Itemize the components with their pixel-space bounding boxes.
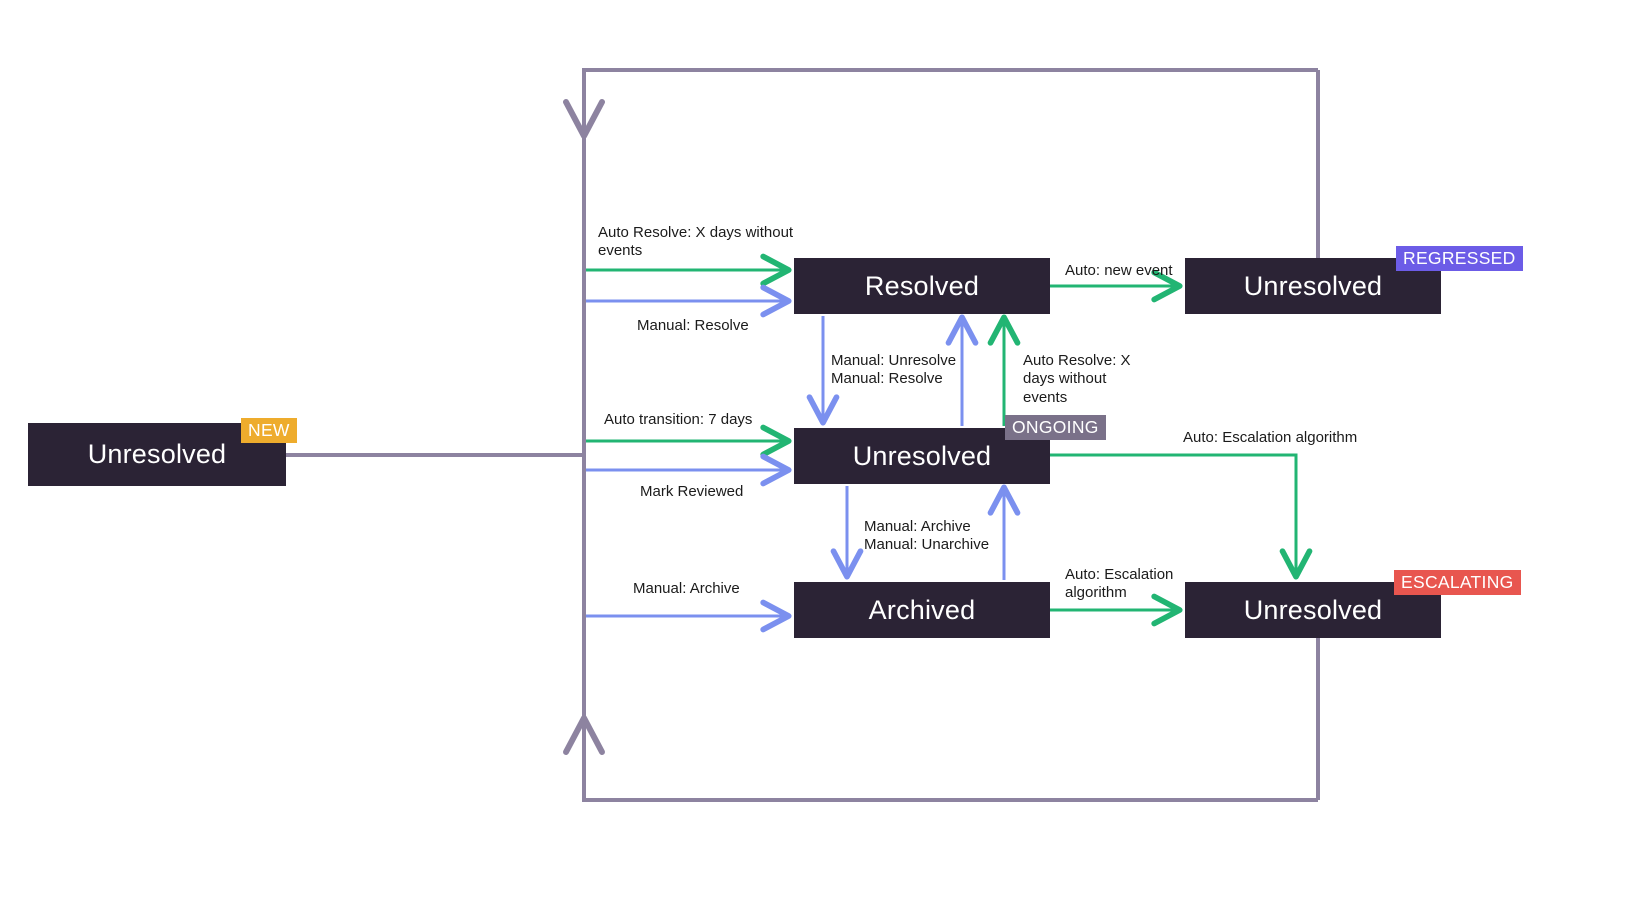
auto-transition-edges xyxy=(586,253,1313,627)
edge-label-auto-escalation-algorithm-bottom: Auto: Escalation algorithm xyxy=(1065,566,1174,602)
frame-edges xyxy=(286,68,1320,802)
status-badge-regressed: REGRESSED xyxy=(1396,246,1523,272)
node-resolved[interactable]: Resolved xyxy=(794,258,1050,314)
edge-label-auto-resolve-x-days-2: Auto Resolve: X days without events xyxy=(1023,352,1131,406)
node-archived[interactable]: Archived xyxy=(794,582,1050,638)
edge-label-auto-resolve-x-days: Auto Resolve: X days without events xyxy=(598,224,794,260)
edge-label-auto-escalation-algorithm-top: Auto: Escalation algorithm xyxy=(1183,429,1358,446)
edge-label-auto-transition-7-days: Auto transition: 7 days xyxy=(604,411,753,428)
edge-label-manual-resolve: Manual: Resolve xyxy=(637,317,749,334)
node-ongoing-unresolved[interactable]: Unresolved xyxy=(794,428,1050,484)
edge-label-mark-reviewed: Mark Reviewed xyxy=(640,483,744,500)
node-new-unresolved[interactable]: Unresolved xyxy=(28,423,286,486)
node-regressed-unresolved[interactable]: Unresolved xyxy=(1185,258,1441,314)
edge-label-auto-new-event: Auto: new event xyxy=(1065,262,1173,279)
status-badge-new: NEW xyxy=(241,418,297,444)
edge-label-manual-archive: Manual: Archive xyxy=(633,580,740,597)
status-badge-escalating: ESCALATING xyxy=(1394,570,1521,596)
edge-label-manual-archive-unarchive: Manual: Archive Manual: Unarchive xyxy=(864,518,990,554)
edge-label-manual-unresolve-resolve: Manual: Unresolve Manual: Resolve xyxy=(831,352,957,388)
status-badge-ongoing: ONGOING xyxy=(1005,415,1106,441)
manual-transition-edges xyxy=(586,284,1021,633)
